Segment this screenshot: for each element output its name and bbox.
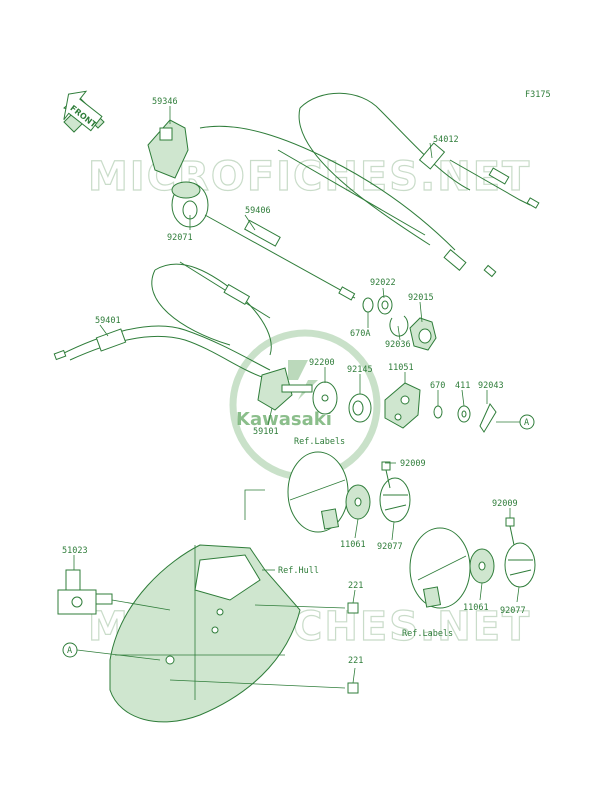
part-92043: 92043 <box>478 381 504 391</box>
callout-a-left: A <box>62 642 161 661</box>
knob-92077-left <box>379 477 411 523</box>
washer-92022 <box>377 295 393 315</box>
fitting-51023 <box>57 569 171 615</box>
plate-11061-right <box>469 548 495 584</box>
part-92071: 92071 <box>167 233 193 243</box>
figure-code: F3175 <box>525 90 551 100</box>
grommet-92071 <box>171 181 209 228</box>
part-221-bottom: 221 <box>348 656 363 666</box>
screw-92009-right <box>505 517 515 546</box>
callout-a-right-label: A <box>524 418 529 428</box>
ref-hull: Ref.Hull <box>278 566 319 576</box>
screw-92009-top <box>381 461 391 489</box>
part-92009-right: 92009 <box>492 499 518 509</box>
part-92009-top: 92009 <box>400 459 426 469</box>
part-92036: 92036 <box>385 340 411 350</box>
part-92077-right: 92077 <box>500 606 526 616</box>
part-51023: 51023 <box>62 546 88 556</box>
washer-92036 <box>389 315 409 337</box>
housing-59101 <box>257 367 313 411</box>
part-92145: 92145 <box>347 365 373 375</box>
cable-59406 <box>204 214 356 301</box>
nut-92015 <box>409 317 437 351</box>
part-59406: 59406 <box>245 206 271 216</box>
clip-92043 <box>479 403 497 433</box>
washer-411 <box>457 405 471 423</box>
cable-54012 <box>199 92 540 278</box>
ref-labels-top: Ref.Labels <box>294 437 345 447</box>
part-411: 411 <box>455 381 470 391</box>
part-11061-left: 11061 <box>340 540 366 550</box>
logo-text: Kawasaki <box>236 409 332 430</box>
callout-a-left-label: A <box>67 646 72 656</box>
part-54012: 54012 <box>433 135 459 145</box>
part-92015: 92015 <box>408 293 434 303</box>
hull-outline <box>109 544 301 723</box>
part-59346: 59346 <box>152 97 178 107</box>
part-59401: 59401 <box>95 316 121 326</box>
spacer-92200 <box>312 381 338 415</box>
part-11061-right: 11061 <box>463 603 489 613</box>
part-11051: 11051 <box>388 363 414 373</box>
part-670: 670 <box>430 381 445 391</box>
part-92077-left: 92077 <box>377 542 403 552</box>
part-92200: 92200 <box>309 358 335 368</box>
part-59101: 59101 <box>253 427 279 437</box>
collar-92145 <box>348 393 372 423</box>
ref-labels-bottom: Ref.Labels <box>402 629 453 639</box>
oring-670A <box>362 297 374 313</box>
bracket-59346 <box>147 119 189 179</box>
plate-11061-left <box>345 484 371 520</box>
label-disc-left <box>287 451 349 533</box>
callout-a-right: A <box>496 414 535 430</box>
knob-92077-right <box>504 542 536 588</box>
part-670A: 670A <box>350 329 370 339</box>
part-221-top: 221 <box>348 581 363 591</box>
part-92022: 92022 <box>370 278 396 288</box>
front-arrow-icon: FRONT <box>63 90 105 133</box>
oring-670 <box>433 405 443 419</box>
cable-59401 <box>53 261 272 379</box>
label-disc-right <box>409 527 471 609</box>
plate-11051 <box>384 382 421 429</box>
